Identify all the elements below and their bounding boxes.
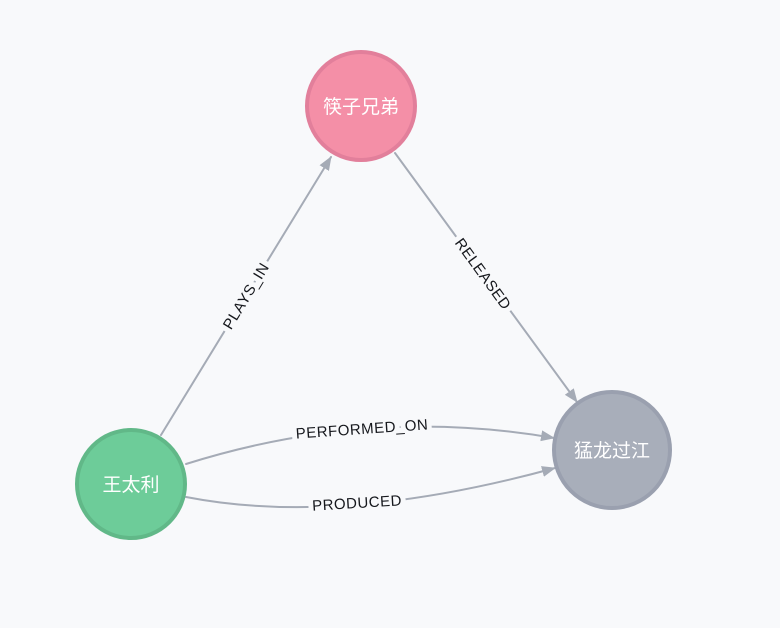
node-chopsticks-brothers[interactable]: 筷子兄弟 xyxy=(305,50,417,162)
node-menglong-guojiang[interactable]: 猛龙过江 xyxy=(552,390,672,510)
node-circle-chopsticks-brothers[interactable] xyxy=(305,50,417,162)
edge-line-released[interactable] xyxy=(394,152,578,403)
node-wang-taili[interactable]: 王太利 xyxy=(75,428,187,540)
node-circle-menglong-guojiang[interactable] xyxy=(552,390,672,510)
node-circle-wang-taili[interactable] xyxy=(75,428,187,540)
edge-line-performed-on[interactable] xyxy=(185,425,555,465)
edge-line-plays-in[interactable] xyxy=(160,156,332,436)
edge-line-produced[interactable] xyxy=(185,466,556,509)
